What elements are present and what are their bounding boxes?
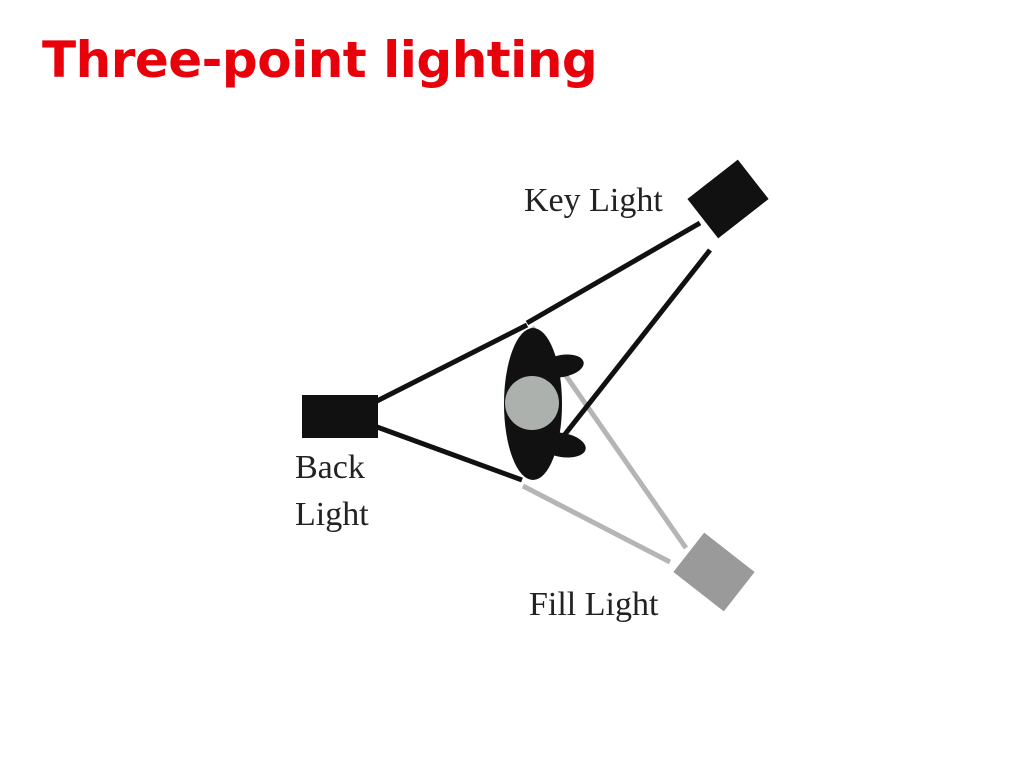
fill-light-beam-lower xyxy=(521,483,672,565)
back-light-beam-upper xyxy=(375,322,529,404)
back-light-label-line2: Light xyxy=(295,496,369,533)
key-light-beam-upper xyxy=(525,220,702,326)
key-light-beam-lower xyxy=(538,248,712,468)
key-light-fixture xyxy=(687,159,769,239)
subject-right-shoulder xyxy=(540,354,584,378)
back-light-label-line1: Back xyxy=(295,449,365,486)
back-light-fixture xyxy=(302,395,378,438)
back-light-label: Back Light xyxy=(295,449,373,533)
subject-head xyxy=(505,376,559,430)
subject-left-shoulder xyxy=(538,432,586,458)
subject xyxy=(504,328,586,480)
fill-light-fixture xyxy=(673,532,755,612)
key-light-label: Key Light xyxy=(524,182,663,219)
fill-light-label: Fill Light xyxy=(529,586,659,623)
slide-title: Three-point lighting xyxy=(42,31,598,89)
back-light-beam-lower xyxy=(376,424,523,483)
